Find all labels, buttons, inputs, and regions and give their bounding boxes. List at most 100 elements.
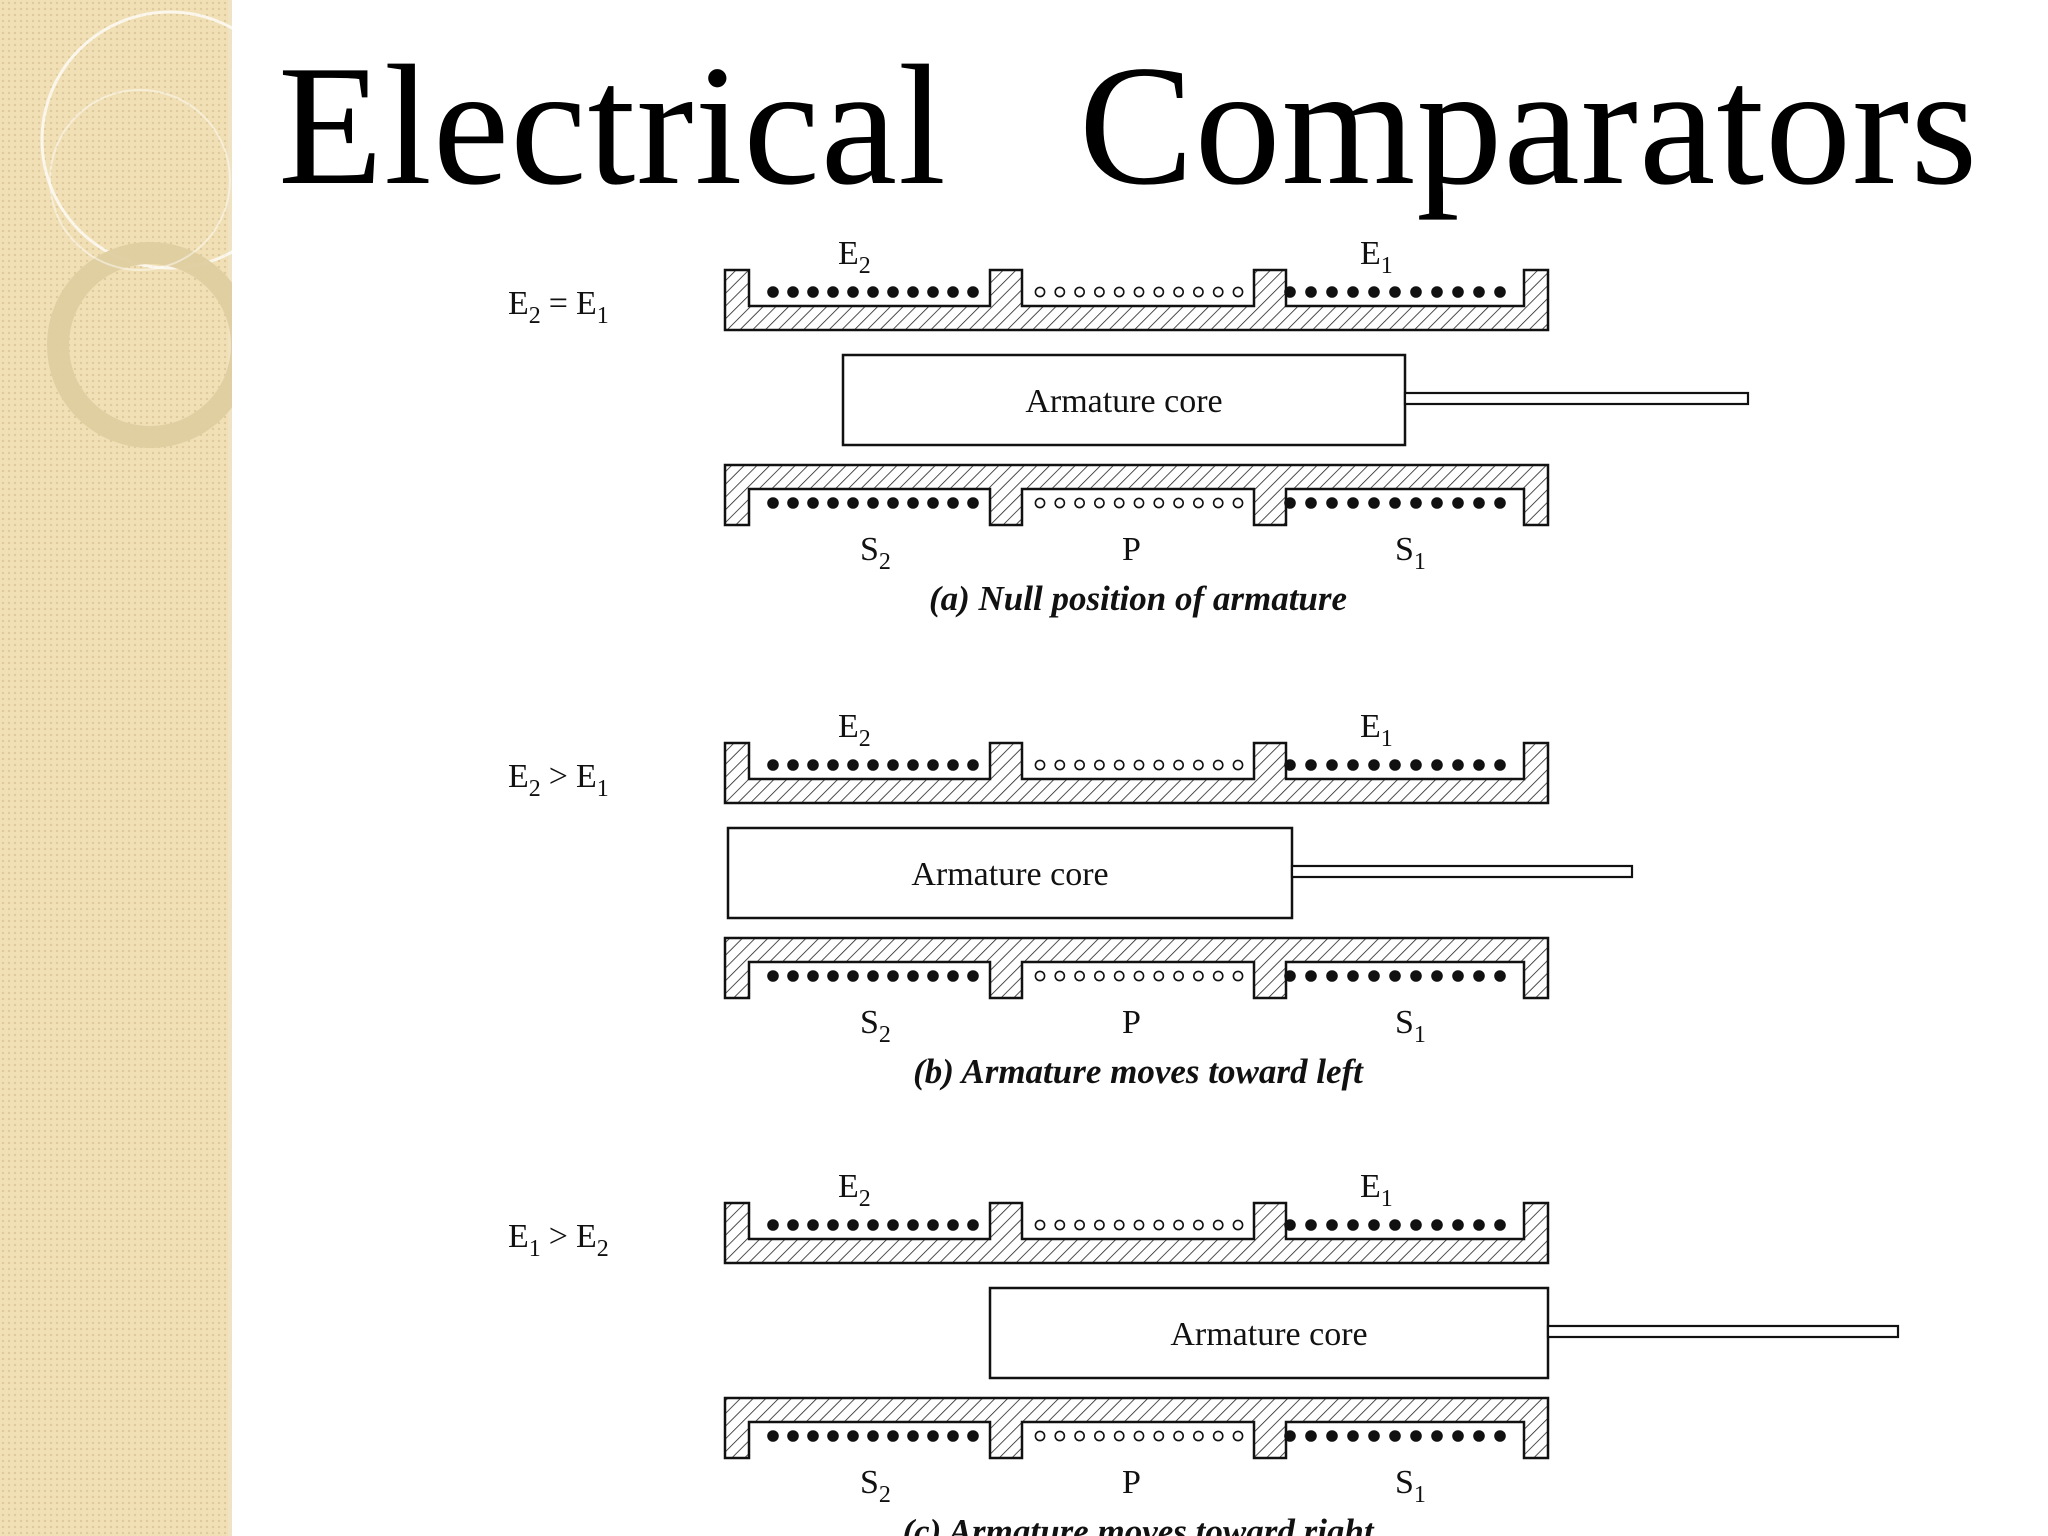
secondary-turn xyxy=(867,970,879,982)
primary-turn xyxy=(1232,497,1244,509)
primary-turn xyxy=(1054,970,1066,982)
secondary-turn xyxy=(1473,970,1485,982)
condition-a-sub: 2 xyxy=(529,776,541,802)
secondary-turn xyxy=(1431,759,1443,771)
secondary-coil-right-upper xyxy=(1284,1219,1506,1231)
primary-turn xyxy=(1173,759,1184,771)
secondary-turn xyxy=(1326,286,1338,298)
primary-turn xyxy=(1232,1219,1244,1231)
condition-label: E2>E1 xyxy=(508,758,609,802)
condition-b: E xyxy=(576,285,597,322)
secondary-turn xyxy=(907,1219,919,1231)
primary-coil-lower xyxy=(1034,970,1244,982)
secondary-turn xyxy=(867,497,879,509)
condition-label: E1>E2 xyxy=(508,1218,609,1262)
secondary-turn xyxy=(1305,1430,1317,1442)
secondary-turn xyxy=(1494,497,1506,509)
armature-core xyxy=(988,1286,1550,1380)
secondary-turn xyxy=(947,1219,959,1231)
armature-label: Armature core xyxy=(1025,383,1222,420)
secondary-turn xyxy=(1452,497,1464,509)
primary-turn xyxy=(1153,1219,1165,1231)
ring-large xyxy=(40,10,232,270)
secondary-turn xyxy=(927,759,939,771)
secondary-turn xyxy=(1452,1219,1464,1231)
primary-coil-upper xyxy=(1034,286,1244,298)
condition-a-sub: 2 xyxy=(529,303,541,329)
secondary-turn xyxy=(807,970,819,982)
primary-turn xyxy=(1133,759,1145,771)
upper-housing xyxy=(723,1201,1550,1265)
coil-label-main: E xyxy=(838,1168,859,1205)
coil-label-main: E xyxy=(1360,1168,1381,1205)
secondary-turn xyxy=(1389,1219,1401,1231)
primary-turn xyxy=(1034,1219,1046,1231)
armature-core xyxy=(841,353,1407,447)
coil-label-bottom-middle: P xyxy=(1122,1464,1141,1501)
secondary-turn xyxy=(1305,286,1317,298)
condition-b-sub: 1 xyxy=(597,776,609,802)
coil-label-sub: 2 xyxy=(859,726,871,752)
secondary-turn xyxy=(1473,286,1485,298)
primary-turn xyxy=(1034,1430,1046,1442)
secondary-turn xyxy=(1284,970,1296,982)
armature-label: Armature core xyxy=(911,856,1108,893)
secondary-turn xyxy=(887,970,899,982)
secondary-turn xyxy=(947,1430,959,1442)
secondary-turn xyxy=(927,497,939,509)
secondary-turn xyxy=(967,1430,979,1442)
secondary-turn xyxy=(1473,1219,1485,1231)
secondary-turn xyxy=(1326,1219,1338,1231)
primary-turn xyxy=(1153,759,1165,771)
secondary-turn xyxy=(887,1430,899,1442)
coil-label-sub: 2 xyxy=(879,549,891,575)
secondary-turn xyxy=(1452,970,1464,982)
primary-turn xyxy=(1094,1430,1105,1442)
primary-turn xyxy=(1173,1219,1184,1231)
primary-turn xyxy=(1153,497,1165,509)
primary-turn xyxy=(1173,1430,1184,1442)
secondary-turn xyxy=(807,1430,819,1442)
secondary-turn xyxy=(1305,970,1317,982)
secondary-turn xyxy=(1389,286,1401,298)
coil-label-main: E xyxy=(838,708,859,745)
coil-label-sub: 2 xyxy=(859,253,871,279)
secondary-turn xyxy=(1494,759,1506,771)
secondary-turn xyxy=(1431,1430,1443,1442)
primary-turn xyxy=(1113,497,1125,509)
secondary-turn xyxy=(1410,970,1422,982)
ring-small xyxy=(49,89,231,271)
primary-turn xyxy=(1193,759,1204,771)
primary-turn xyxy=(1153,970,1165,982)
secondary-turn xyxy=(1431,286,1443,298)
secondary-turn xyxy=(767,970,779,982)
primary-turn xyxy=(1054,286,1066,298)
panel-caption: (c) Armature moves toward right xyxy=(902,1512,1374,1536)
secondary-turn xyxy=(847,970,859,982)
secondary-turn xyxy=(1347,497,1359,509)
coil-label-top-right: E1 xyxy=(1360,1168,1393,1212)
primary-turn xyxy=(1133,970,1145,982)
slide-title: Electrical Comparators xyxy=(278,31,1979,221)
secondary-turn xyxy=(1368,1430,1380,1442)
primary-turn xyxy=(1113,286,1125,298)
coil-label-bottom-left: S2 xyxy=(860,1464,891,1508)
primary-turn xyxy=(1113,1430,1125,1442)
coil-label-sub: 1 xyxy=(1381,253,1393,279)
secondary-turn xyxy=(1347,1219,1359,1231)
secondary-turn xyxy=(1494,286,1506,298)
secondary-turn xyxy=(1368,286,1380,298)
primary-turn xyxy=(1074,1430,1085,1442)
secondary-turn xyxy=(1305,497,1317,509)
coil-label-main: S xyxy=(1395,1464,1414,1501)
secondary-turn xyxy=(807,759,819,771)
primary-coil-lower xyxy=(1034,1430,1244,1442)
secondary-turn xyxy=(1452,1430,1464,1442)
secondary-turn xyxy=(1389,970,1401,982)
primary-turn xyxy=(1212,970,1224,982)
secondary-turn xyxy=(1389,759,1401,771)
secondary-turn xyxy=(847,1430,859,1442)
primary-turn xyxy=(1054,1219,1066,1231)
